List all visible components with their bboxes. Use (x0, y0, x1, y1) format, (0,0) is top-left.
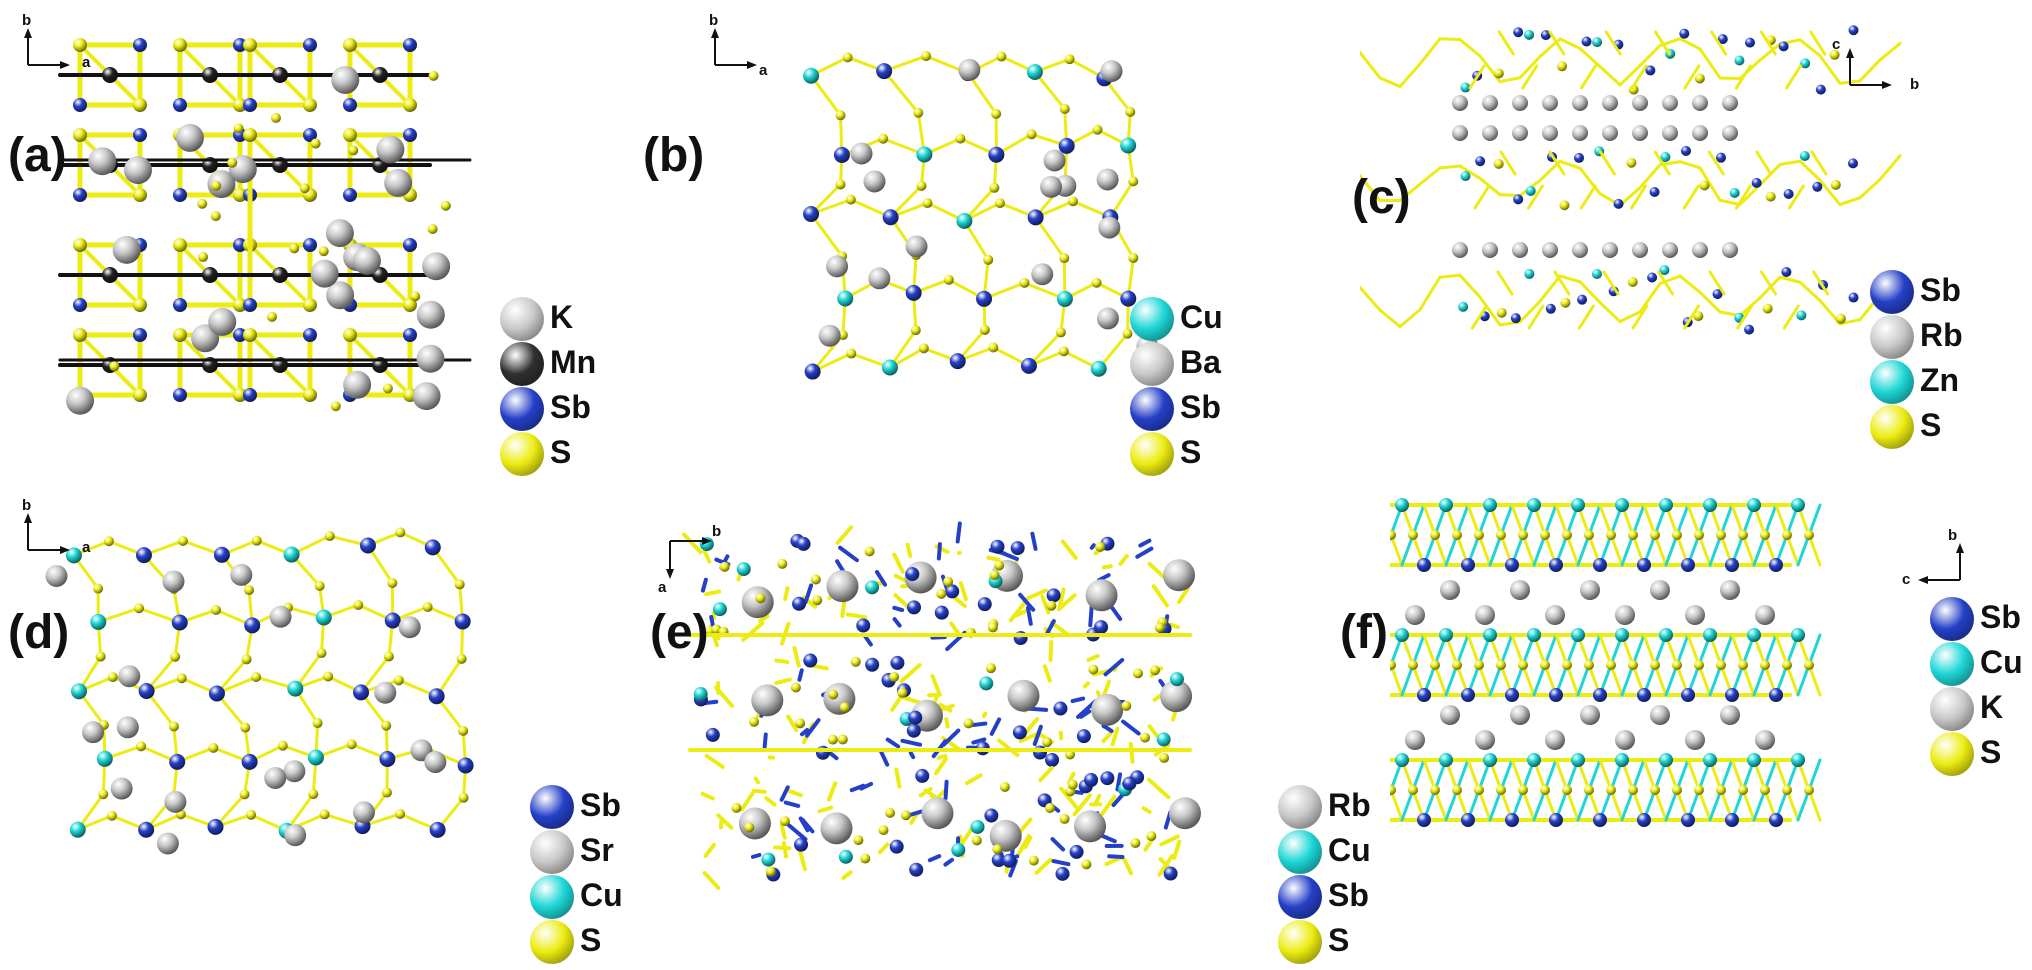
legend-label: Rb (1920, 317, 1963, 353)
legend-label: S (1980, 734, 2002, 770)
axis-label-horizontal: a (82, 539, 91, 556)
axis-indicator: b a (658, 523, 750, 603)
legend-swatch (500, 432, 544, 476)
legend-label: K (1980, 689, 2004, 725)
legend-label: Sb (550, 389, 591, 425)
legend-swatch (1870, 405, 1914, 449)
legend-label: Sb (1180, 389, 1221, 425)
legend-swatch (1930, 732, 1974, 776)
crystal-structure-b (803, 51, 1159, 380)
axis-label-vertical: b (22, 497, 32, 514)
axis-label-vertical: b (22, 12, 32, 29)
legend-swatch (1930, 597, 1974, 641)
axis-label-vertical: b (709, 12, 719, 29)
crystal-structure-d (45, 527, 474, 855)
axis-label-horizontal: b (1910, 76, 1920, 93)
legend-swatch (1278, 920, 1322, 964)
legend-label: Sr (580, 832, 614, 868)
axis-indicator: b a (705, 12, 795, 90)
legend-swatch (1930, 687, 1974, 731)
axis-indicator: b c (1902, 527, 2000, 605)
legend-label: Cu (580, 877, 623, 913)
legend-label: S (1328, 922, 1350, 958)
legend-swatch (1278, 875, 1322, 919)
legend-swatch (530, 830, 574, 874)
legend-swatch (1278, 830, 1322, 874)
legend-label: K (550, 299, 574, 335)
axis-label-horizontal: c (1902, 571, 1911, 588)
crystal-structure-a (58, 38, 472, 415)
legend-swatch (530, 785, 574, 829)
legend-label: Ba (1180, 344, 1221, 380)
axis-indicator: b a (18, 497, 108, 575)
axis-label-horizontal: a (759, 62, 768, 79)
legend-label: Zn (1920, 362, 1960, 398)
panel-label: (c) (1352, 171, 1411, 224)
legend-swatch (1870, 315, 1914, 359)
legend-swatch (1130, 297, 1174, 341)
legend-label: S (580, 922, 602, 958)
legend-label: S (1920, 407, 1942, 443)
panel-label: (e) (650, 606, 709, 659)
panel-label: (a) (8, 129, 67, 182)
legend-swatch (1870, 360, 1914, 404)
axis-label-vertical: a (658, 579, 667, 596)
legend-swatch (1930, 642, 1974, 686)
axis-label-vertical: b (1948, 527, 1958, 544)
legend-swatch (500, 387, 544, 431)
axis-indicator: b a (18, 12, 108, 90)
panel-label: (f) (1340, 606, 1388, 659)
legend-label: Sb (1920, 272, 1961, 308)
legend-label: Mn (550, 344, 597, 380)
axis-label-horizontal: b (712, 523, 722, 540)
crystal-structure-f (1390, 498, 1822, 827)
axis-label-vertical: c (1832, 36, 1841, 53)
legend-label: Cu (1980, 644, 2023, 680)
legend-swatch (1130, 342, 1174, 386)
legend-swatch (1130, 432, 1174, 476)
legend-swatch (530, 920, 574, 964)
panel-label: (d) (8, 606, 70, 659)
crystal-structure-c (1360, 25, 1902, 335)
axis-label-horizontal: a (82, 54, 91, 71)
legend-label: Sb (580, 787, 621, 823)
legend-label: Cu (1180, 299, 1223, 335)
legend-label: Sb (1328, 877, 1369, 913)
legend-swatch (500, 297, 544, 341)
legend-label: S (1180, 434, 1202, 470)
legend-swatch (1130, 387, 1174, 431)
legend-swatch (1278, 785, 1322, 829)
legend-swatch (500, 342, 544, 386)
legend-swatch (1870, 270, 1914, 314)
panel-label: (b) (643, 129, 705, 182)
crystal-structure-e (682, 521, 1201, 890)
legend-swatch (530, 875, 574, 919)
legend-label: Rb (1328, 787, 1371, 823)
axis-indicator: c b (1832, 30, 1930, 100)
legend-label: Cu (1328, 832, 1371, 868)
legend-label: Sb (1980, 599, 2021, 635)
legend-label: S (550, 434, 572, 470)
